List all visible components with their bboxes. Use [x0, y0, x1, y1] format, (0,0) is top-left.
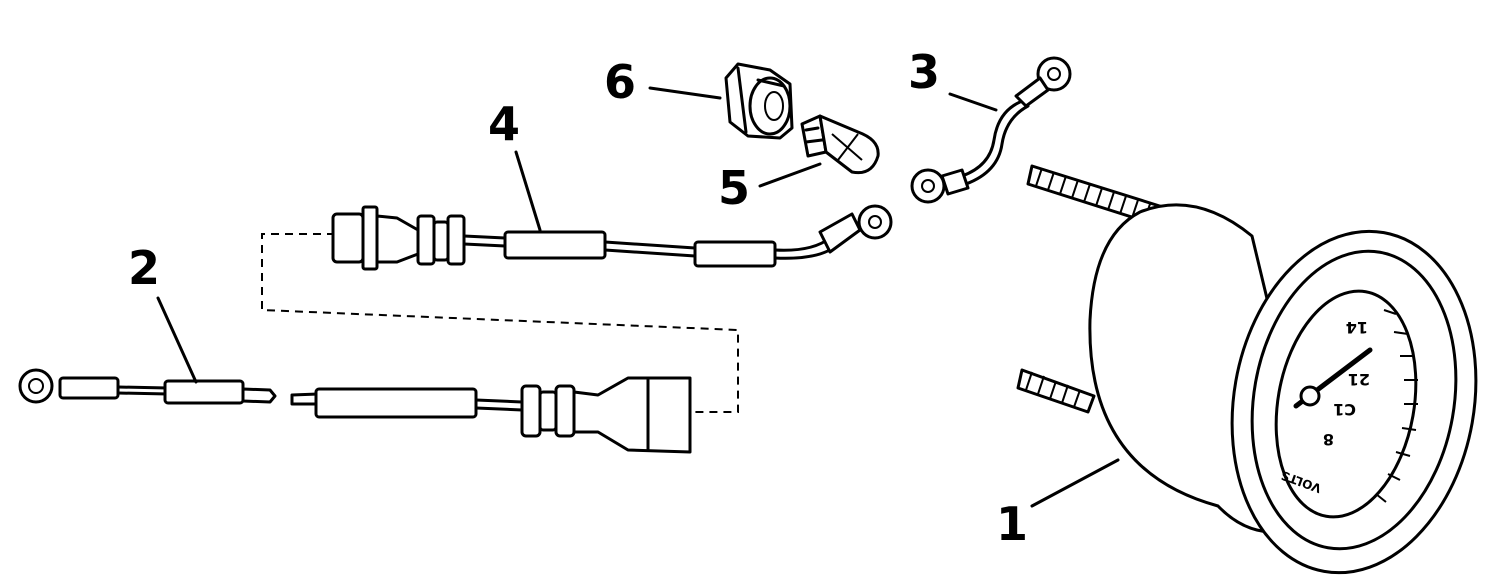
- mounting-stud-bottom: [1016, 368, 1096, 414]
- part-2-harness: [18, 368, 692, 454]
- callout-3: 3: [908, 45, 940, 99]
- part-3-ground-wire: [910, 56, 1072, 204]
- callout-5: 5: [718, 161, 750, 215]
- dial-number-c1: C1: [1333, 400, 1356, 419]
- gauge-dial-face: [1274, 289, 1418, 519]
- leader-1: [1030, 458, 1120, 508]
- leader-lines: [156, 86, 1120, 508]
- callout-4: 4: [488, 97, 520, 151]
- callout-2: 2: [128, 241, 160, 295]
- callout-6: 6: [604, 55, 636, 109]
- connection-dashed-line: [261, 233, 739, 413]
- leader-6: [648, 86, 722, 100]
- dial-number-14: 14: [1346, 318, 1368, 337]
- dial-number-8: 8: [1323, 430, 1334, 449]
- leader-4: [514, 150, 542, 232]
- part-5-bulb: [800, 114, 880, 175]
- part-4-harness: [331, 204, 893, 271]
- dial-number-21: 21: [1348, 370, 1370, 389]
- leader-3: [948, 92, 998, 112]
- leader-2: [156, 296, 198, 384]
- leader-5: [758, 162, 822, 188]
- part-6-socket: [724, 62, 794, 140]
- callout-1: 1: [996, 497, 1028, 551]
- part-1-gauge: 14 21 C1 8 VOLTS: [1016, 164, 1478, 575]
